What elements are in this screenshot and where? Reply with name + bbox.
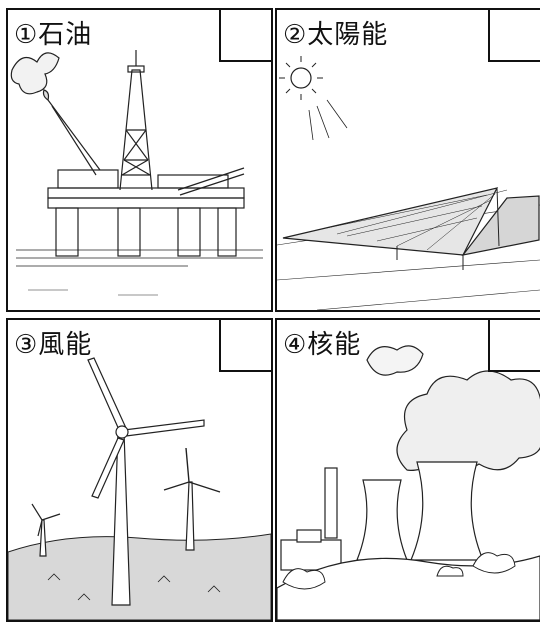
answer-box-nuclear[interactable] [488, 320, 540, 372]
panel-nuclear: ④核能 [275, 318, 540, 622]
panel-wind-label: ③風能 [14, 330, 93, 360]
solar-panel-illustration [277, 56, 540, 310]
wind-turbine-illustration [8, 357, 271, 620]
nuclear-plant-illustration [277, 345, 540, 620]
panel-solar: ②太陽能 [275, 8, 540, 312]
answer-box-solar[interactable] [488, 10, 540, 62]
panel-solar-label: ②太陽能 [283, 20, 389, 50]
panel-wind: ③風能 [6, 318, 273, 622]
panel-oil: ①石油 [6, 8, 273, 312]
answer-box-wind[interactable] [219, 320, 271, 372]
panel-nuclear-label: ④核能 [283, 330, 362, 360]
sun-icon [290, 67, 312, 89]
answer-box-oil[interactable] [219, 10, 271, 62]
oil-rig-illustration [10, 50, 263, 296]
panel-oil-label: ①石油 [14, 20, 93, 50]
